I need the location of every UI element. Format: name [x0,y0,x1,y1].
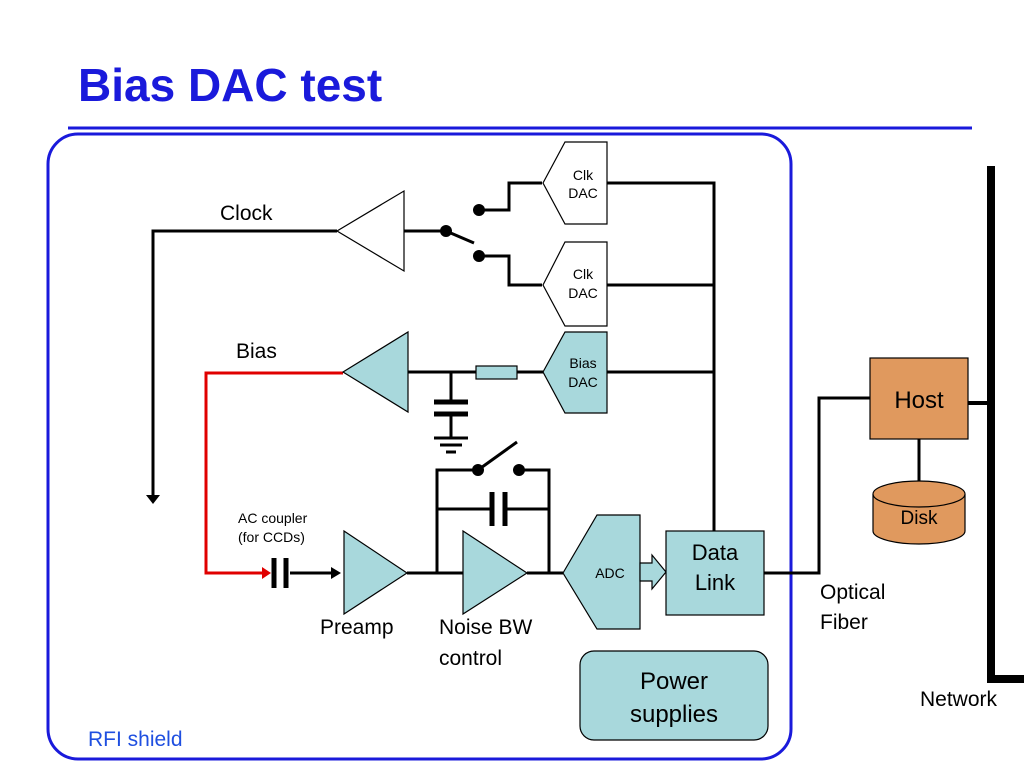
clock-switch-contact-1 [473,204,485,216]
noise-bw-label-1: Noise BW [439,616,533,639]
noise-bw-amp [462,529,529,616]
clk-dac-1 [542,141,608,225]
bias-wire [204,371,343,575]
preamp-arrow-head [331,567,341,579]
rfi-shield-border [46,132,793,761]
clk-dac1-bus [607,181,716,531]
noisebw-switch-contact [513,464,525,476]
optical-fiber-wire [764,396,870,575]
noisebw-switch-blade [477,440,518,472]
preamp [343,529,409,616]
wires [151,181,990,575]
host-label: Host [894,387,944,414]
power-supplies-label-2: supplies [630,701,718,728]
clk-dac-2 [542,241,608,327]
data-link-label-1: Data [692,540,739,565]
adc-label: ADC [595,565,625,581]
clock-label: Clock [220,202,273,225]
clk-dac-2-label-1: Clk [573,266,594,282]
page-title: Bias DAC test [78,59,383,111]
bias-label: Bias [236,340,277,363]
clock-switch-blade [445,229,475,245]
disk [872,494,966,545]
bias-resistor [475,365,518,380]
optical-fiber-label-1: Optical [820,581,885,604]
clock-buffer [335,189,405,273]
ac-coupler-label-2: (for CCDs) [238,529,305,545]
clock-wire [151,229,337,497]
bias-dac [542,331,608,414]
disk-label: Disk [901,508,938,529]
clock-arrow-head [146,495,160,504]
bias-buffer [341,330,409,414]
rfi-shield-label: RFI shield [88,728,183,751]
disk-top [872,480,966,508]
data-link [665,530,765,616]
noise-bw-label-2: control [439,647,502,670]
clk-dac-2-label-2: DAC [568,285,598,301]
clk-dac-1-label-1: Clk [573,167,594,183]
optical-fiber-label-2: Fiber [820,611,868,634]
bias-arrow-head [262,567,271,579]
clock-switch-contact-2 [473,250,485,262]
clk-dac-1-label-2: DAC [568,185,598,201]
power-supplies-label-1: Power [640,668,708,695]
data-link-label-2: Link [695,570,736,595]
power-supplies [579,650,769,741]
clk-dac1-wire [479,181,542,212]
noisebw-feedback-left [435,468,476,573]
network-bus [987,166,1024,683]
preamp-label: Preamp [320,616,394,639]
adc-datalink-arrow [639,553,667,591]
bias-dac-label-2: DAC [568,374,598,390]
clk-dac2-wire [479,254,542,287]
noisebw-switch-right [521,468,551,573]
ac-coupler-label-1: AC coupler [238,510,308,526]
network-label: Network [920,688,998,711]
bias-dac-label-1: Bias [569,355,596,371]
host [869,357,969,440]
